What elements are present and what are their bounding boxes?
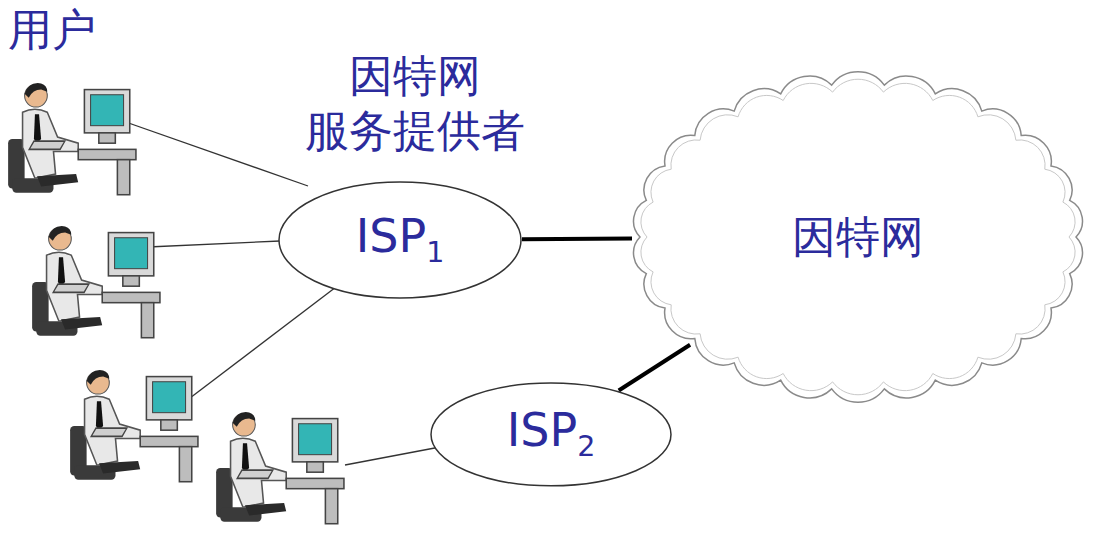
user-figure: [70, 370, 198, 482]
internet-cloud: 因特网: [618, 62, 1098, 412]
user-figure: [216, 412, 344, 524]
outline-shape: [634, 72, 1083, 402]
user-label: 用户: [8, 2, 128, 57]
link-stroke: [619, 345, 690, 391]
link-stroke: [522, 236, 632, 241]
user-figure: [8, 83, 136, 195]
isp-caption: 因特网 服务提供者: [290, 48, 540, 158]
isp-ellipse: ISP2: [430, 382, 672, 487]
node-text: 因特网: [792, 213, 924, 261]
link-line: [619, 345, 690, 391]
link-line: [522, 238, 632, 240]
user-figure: [32, 226, 160, 338]
cloud-shade: [641, 79, 1075, 395]
node-text: ISP2: [507, 405, 596, 462]
isp-ellipse: ISP1: [278, 181, 522, 299]
outline-shape: [431, 383, 671, 486]
outline-shape: [279, 182, 521, 298]
node-text: ISP1: [356, 211, 445, 268]
